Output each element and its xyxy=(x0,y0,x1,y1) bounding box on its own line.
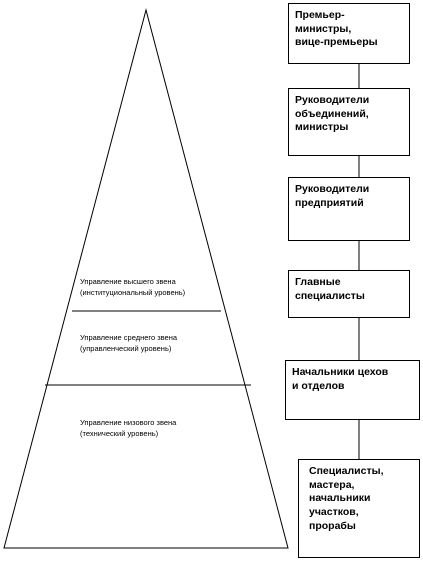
position-5-line-2: и отделов xyxy=(292,379,345,392)
position-4-line-1: Главные xyxy=(295,276,341,288)
level-label-top: Управление высшего звена (институциональ… xyxy=(80,277,185,299)
position-2-line-1: Руководители xyxy=(295,94,370,106)
management-pyramid xyxy=(3,8,289,549)
position-box-enterprise-heads: Руководители предприятий xyxy=(288,177,410,241)
level-middle-subtitle: (управленческий уровень) xyxy=(80,343,172,353)
position-3-line-1: Руководители xyxy=(295,183,370,195)
position-1-line-2: министры, xyxy=(295,22,352,35)
position-6-line-5: прорабы xyxy=(309,519,356,532)
position-3-line-2: предприятий xyxy=(295,196,364,209)
level-lower-subtitle: (технический уровень) xyxy=(80,428,159,438)
level-lower-title: Управление низового звена xyxy=(80,418,177,427)
position-1-line-1: Премьер- xyxy=(295,9,345,21)
position-box-association-heads: Руководители объединений, министры xyxy=(288,88,410,156)
position-box-department-heads: Начальники цехов и отделов xyxy=(285,360,420,420)
position-5-line-1: Начальники цехов xyxy=(292,366,389,378)
level-label-lower: Управление низового звена (технический у… xyxy=(80,418,176,440)
position-6-line-3: начальники xyxy=(309,492,371,505)
level-middle-title: Управление среднего звена xyxy=(80,333,178,342)
position-box-specialists: Специалисты, мастера, начальники участко… xyxy=(298,459,420,558)
position-2-line-3: министры xyxy=(295,121,349,134)
position-box-chief-specialists: Главные специалисты xyxy=(288,270,410,318)
position-6-line-4: участков, xyxy=(309,505,359,518)
level-top-title: Управление высшего звена xyxy=(80,277,176,286)
position-4-line-2: специалисты xyxy=(295,289,365,302)
level-top-subtitle: (институциональный уровень) xyxy=(80,287,186,297)
position-6-line-2: мастера, xyxy=(309,478,355,491)
level-label-middle: Управление среднего звена (управленчески… xyxy=(80,333,177,355)
position-box-prime-ministers: Премьер- министры, вице-премьеры xyxy=(288,3,410,64)
position-1-line-3: вице-премьеры xyxy=(295,36,378,49)
position-2-line-2: объединений, xyxy=(295,107,369,120)
position-6-line-1: Специалисты, xyxy=(309,465,384,477)
